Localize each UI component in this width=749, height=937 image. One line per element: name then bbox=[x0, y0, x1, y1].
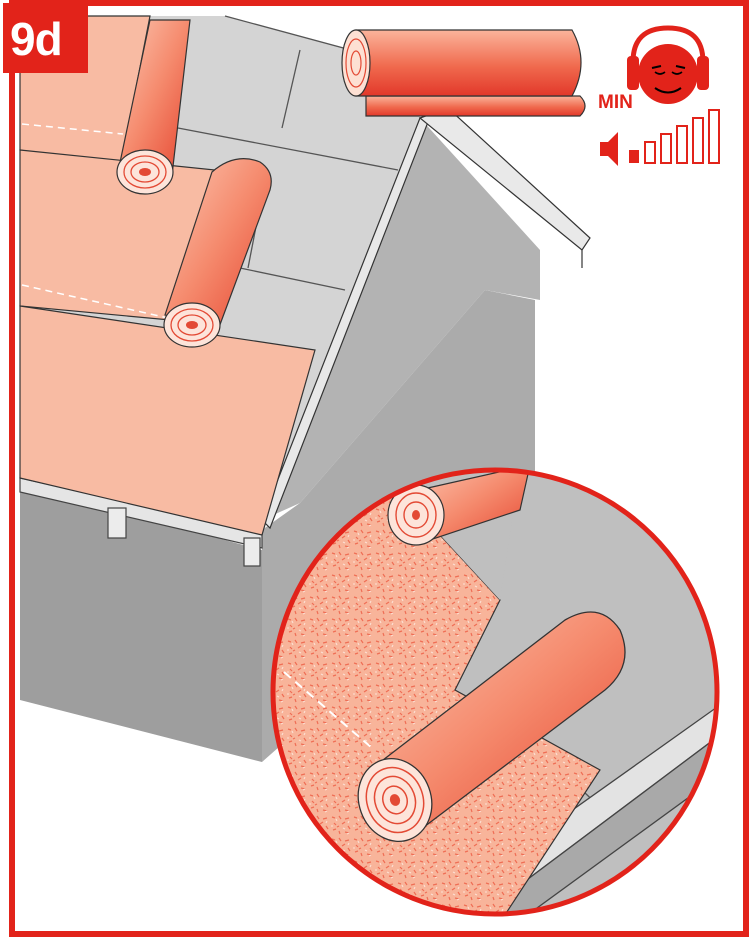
step-number: 9d bbox=[10, 16, 62, 62]
membrane-roll-icon bbox=[342, 30, 585, 116]
rafter-end bbox=[244, 538, 260, 566]
rafter-end bbox=[108, 508, 126, 538]
min-volume-label: MIN bbox=[598, 93, 633, 113]
volume-level-min-icon bbox=[600, 110, 719, 166]
ear-muffs-face-icon bbox=[627, 28, 709, 104]
